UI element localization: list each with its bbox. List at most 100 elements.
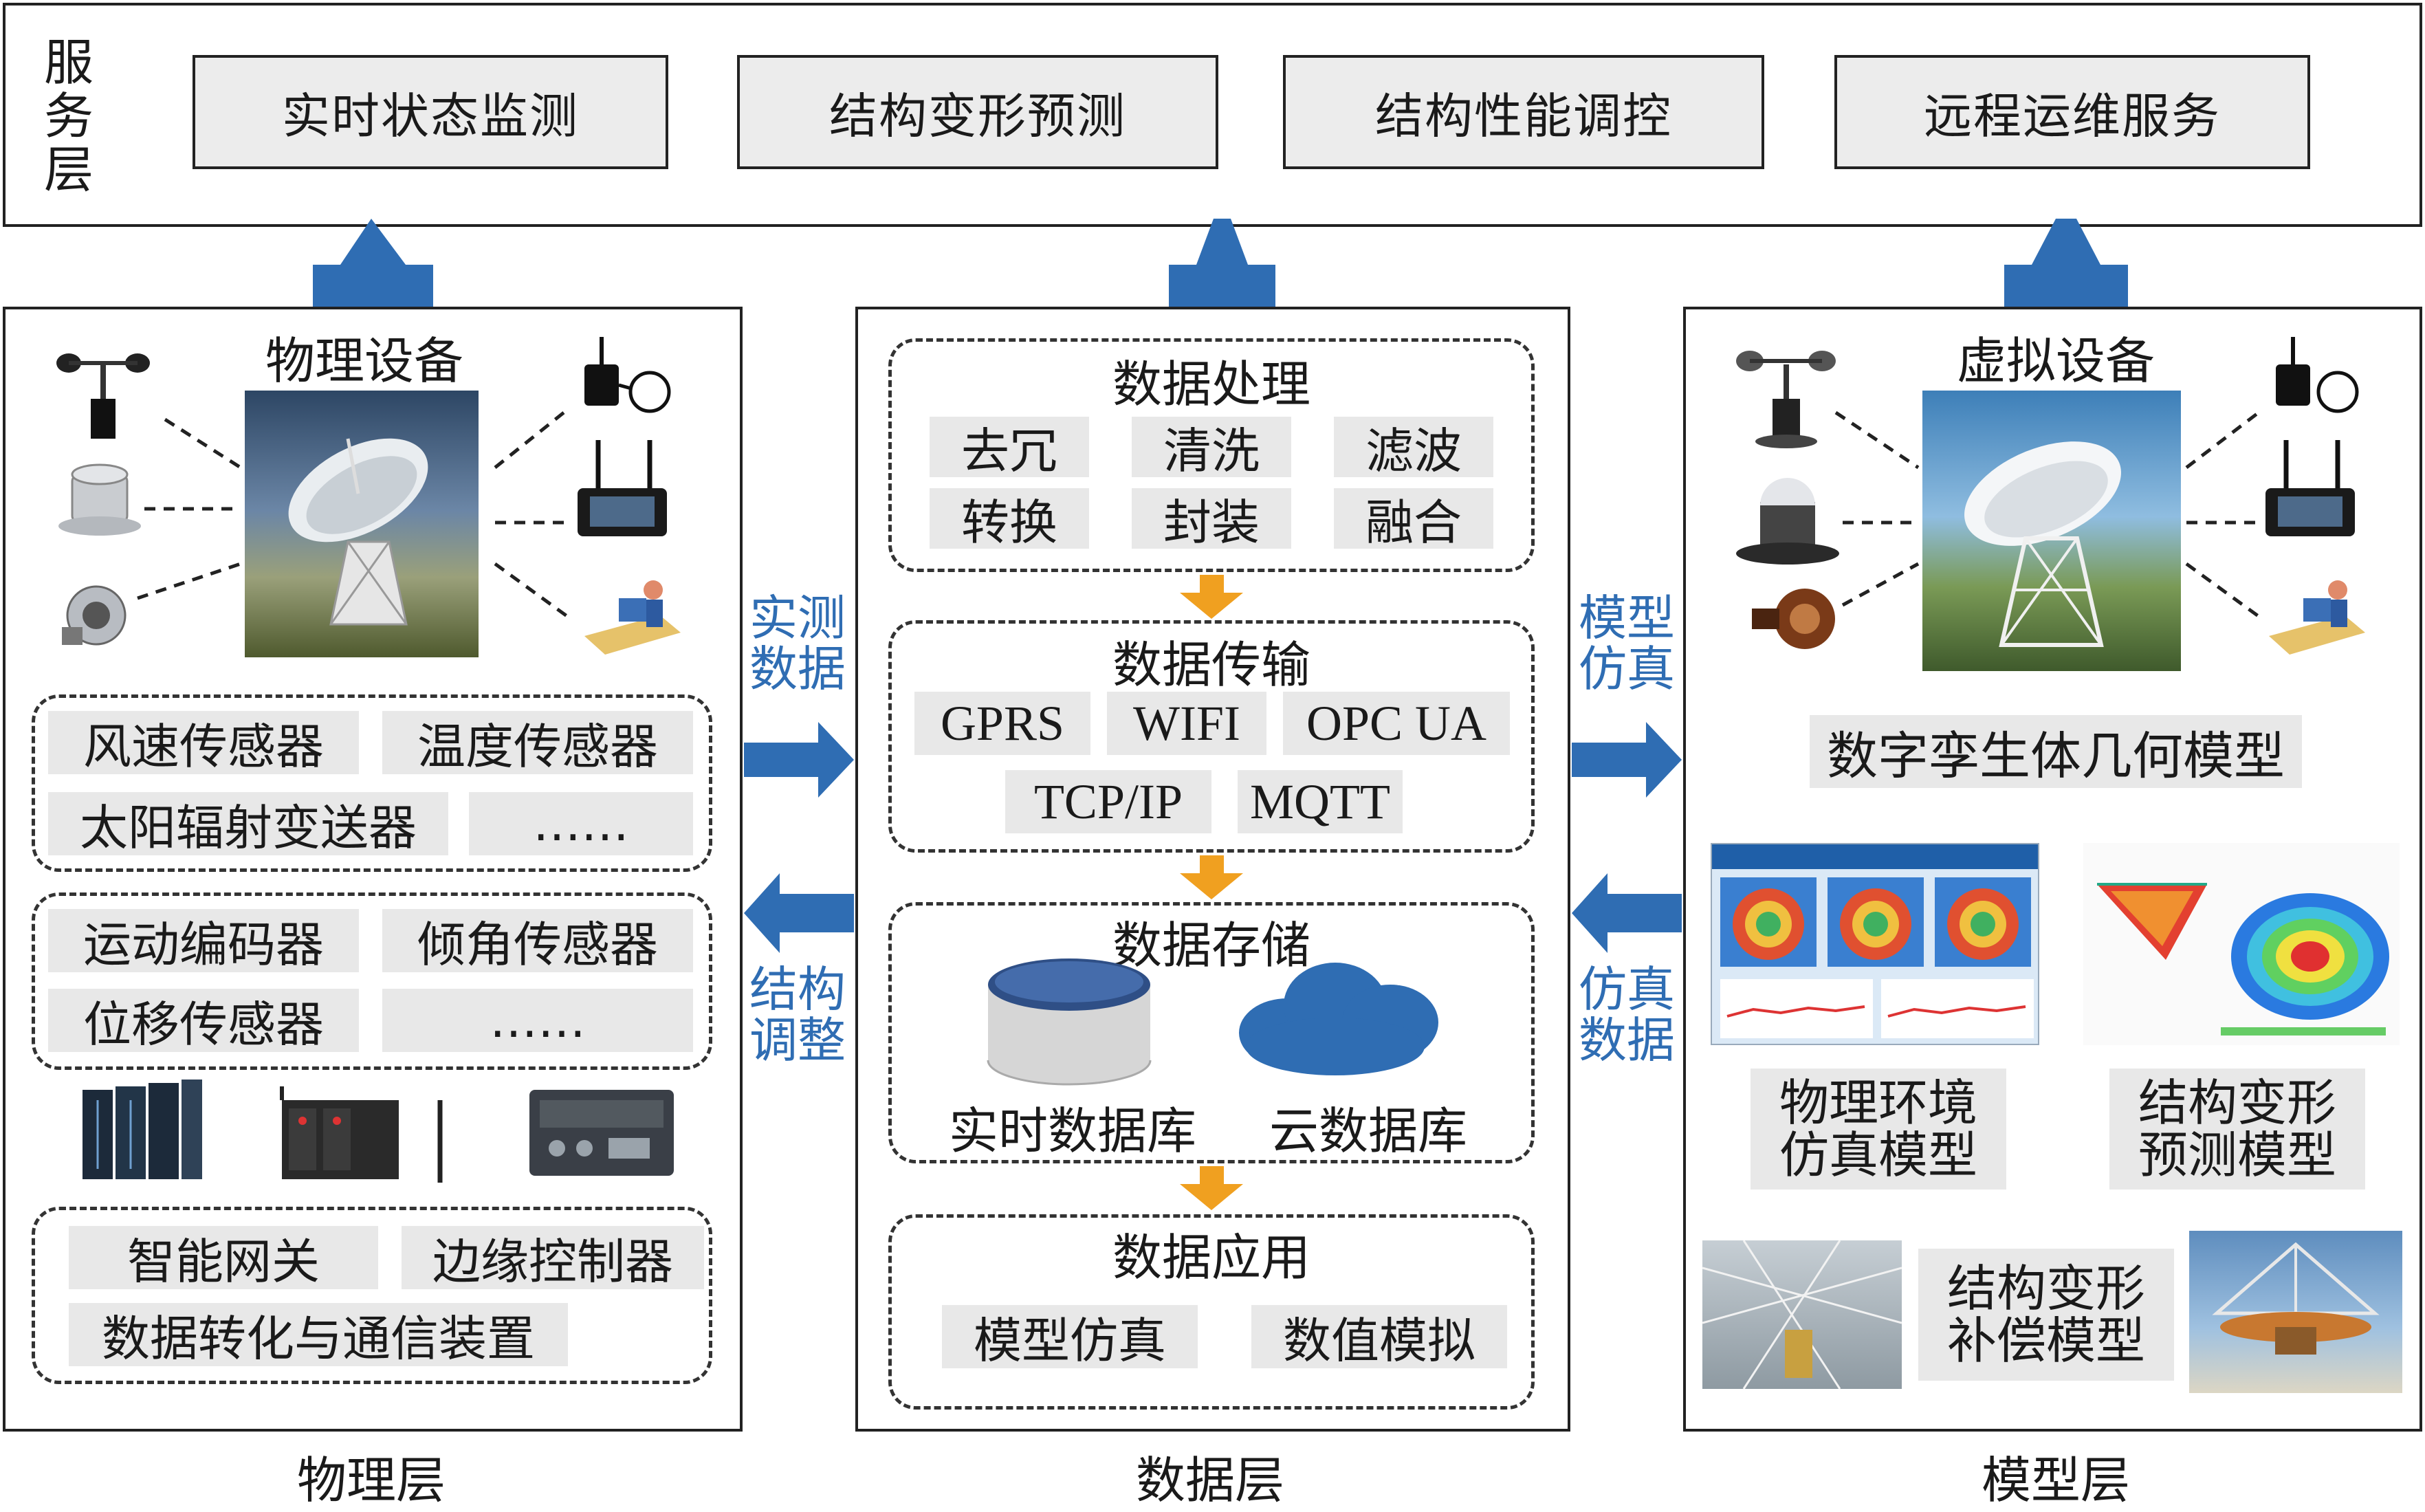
physical-sensor-icons [56,337,681,655]
chip-motion-encoder: 运动编码器 [48,909,359,973]
env-model-line2: 仿真模型 [1779,1126,1977,1184]
telescope-photo [245,391,479,657]
chip-smart-gateway: 智能网关 [69,1226,378,1290]
service-layer-label-text: 服务层 [43,34,94,199]
service-performance-control: 结构性能调控 [1283,55,1764,169]
io-module-icon [83,1080,202,1179]
data-transmission-title: 数据传输 [1112,636,1310,694]
orange-arrow-2 [1180,855,1243,899]
operator-icon [584,580,681,655]
gateway-group [32,1207,712,1384]
model-layer-label: 模型层 [1981,1451,2130,1509]
chip-deredundancy: 去冗 [930,417,1089,479]
chip-gprs: GPRS [914,692,1090,755]
chip-model-simulation: 模型仿真 [942,1305,1198,1369]
arrow-left-adjust [744,873,854,953]
smart-gateway-icon [280,1086,443,1183]
chip-inclination-sensor: 倾角传感器 [382,909,693,973]
simulation-dashboard [1711,843,2039,1045]
data-storage-title: 数据存储 [1112,917,1310,974]
chip-deformation-prediction-model: 结构变形 预测模型 [2109,1069,2365,1190]
virtual-telescope-render [1922,391,2181,671]
encoder-icon [62,585,127,646]
chip-physical-env-model: 物理环境 仿真模型 [1751,1069,2006,1190]
service-deformation-prediction: 结构变形预测 [737,55,1218,169]
chip-temperature-sensor: 温度传感器 [382,711,693,775]
chip-wind-speed-sensor: 风速传感器 [48,711,359,775]
flow-model-sim-line2: 仿真 [1579,641,1675,697]
flow-model-sim-line1: 模型 [1579,590,1675,646]
structure-photo-left [1702,1240,1902,1389]
virtual-inclinometer-icon [2276,337,2359,413]
chip-solar-radiation-transmitter: 太阳辐射变送器 [48,792,448,856]
sensor-group-environment [32,694,712,872]
service-remote-maintenance: 远程运维服务 [1834,55,2310,169]
arrow-up-physical-shape [313,219,433,309]
flow-adjust-line2: 调整 [749,1012,846,1069]
virtual-operator-icon [2269,580,2365,655]
telescope-dish-icon [288,438,428,626]
flow-simulation-data: 仿真 数据 [1572,964,1682,1066]
arrow-up-data [1169,219,1275,309]
flow-sim-data-line2: 数据 [1579,1012,1675,1069]
chip-more-1: …… [469,792,693,855]
chip-opc-ua: OPC UA [1283,692,1510,755]
flow-structure-adjust: 结构 调整 [743,964,853,1066]
virtual-device-title: 虚拟设备 [1956,332,2155,390]
flow-adjust-line1: 结构 [749,961,846,1018]
virtual-encoder-icon [1752,589,1835,649]
chip-edge-controller: 边缘控制器 [402,1226,704,1290]
chip-mqtt: MQTT [1238,770,1403,833]
database-icon [987,958,1152,1086]
arrow-right-measured [744,722,854,798]
data-application-group [888,1214,1535,1410]
data-processing-group [888,338,1535,572]
virtual-connectors [1834,410,2263,621]
cloud-database-label: 云数据库 [1269,1102,1467,1160]
flow-measured-line1: 实测 [749,590,846,646]
physical-connectors [137,411,572,621]
chip-cleaning: 清洗 [1132,417,1291,479]
sensor-group-motion [32,892,712,1070]
realtime-database-label: 实时数据库 [948,1102,1196,1160]
arrow-up-physical [313,219,433,309]
orange-arrow-1 [1180,575,1243,619]
contour-plot-icon [2097,883,2389,1036]
data-transmission-group [888,620,1535,853]
structure-photo-right [2189,1231,2402,1393]
chip-deformation-compensation-model: 结构变形 补偿模型 [1918,1249,2174,1381]
flow-model-simulation: 模型 仿真 [1572,593,1682,694]
inclinometer-icon [584,337,671,413]
virtual-sensor-icons [1736,337,2365,655]
truss-structure-icon [1702,1240,1902,1389]
deformation-contour-plot [2083,843,2400,1045]
comp-model-line1: 结构变形 [1946,1260,2145,1317]
physical-title: 物理设备 [265,332,463,390]
orange-arrow-3 [1180,1166,1243,1210]
flow-sim-data-line1: 仿真 [1579,961,1675,1018]
deform-model-line1: 结构变形 [2138,1074,2336,1132]
virtual-router-icon [2265,440,2355,536]
data-processing-title: 数据处理 [1112,355,1310,413]
virtual-anemometer-icon [1736,351,1836,448]
chip-fusion: 融合 [1334,488,1493,551]
anemometer-icon [56,353,150,439]
chip-conversion: 转换 [930,488,1089,551]
cloud-icon [1239,963,1438,1075]
virtual-pyranometer-icon [1736,478,1839,565]
chip-wifi: WIFI [1107,692,1266,755]
feed-cabin-icon [2212,1242,2380,1355]
chip-tcp-ip: TCP/IP [1005,770,1211,833]
chip-more-2: …… [382,989,693,1052]
service-realtime-monitoring: 实时状态监测 [193,55,668,169]
arrow-up-model [2004,219,2128,309]
data-storage-group [888,902,1535,1163]
chip-digital-twin-geometry: 数字孪生体几何模型 [1810,715,2302,788]
chip-numerical-simulation: 数值模拟 [1251,1305,1507,1369]
edge-controller-icon [529,1090,674,1176]
arrow-left-sim-data [1572,873,1682,953]
service-layer-label: 服务层 [41,36,110,197]
